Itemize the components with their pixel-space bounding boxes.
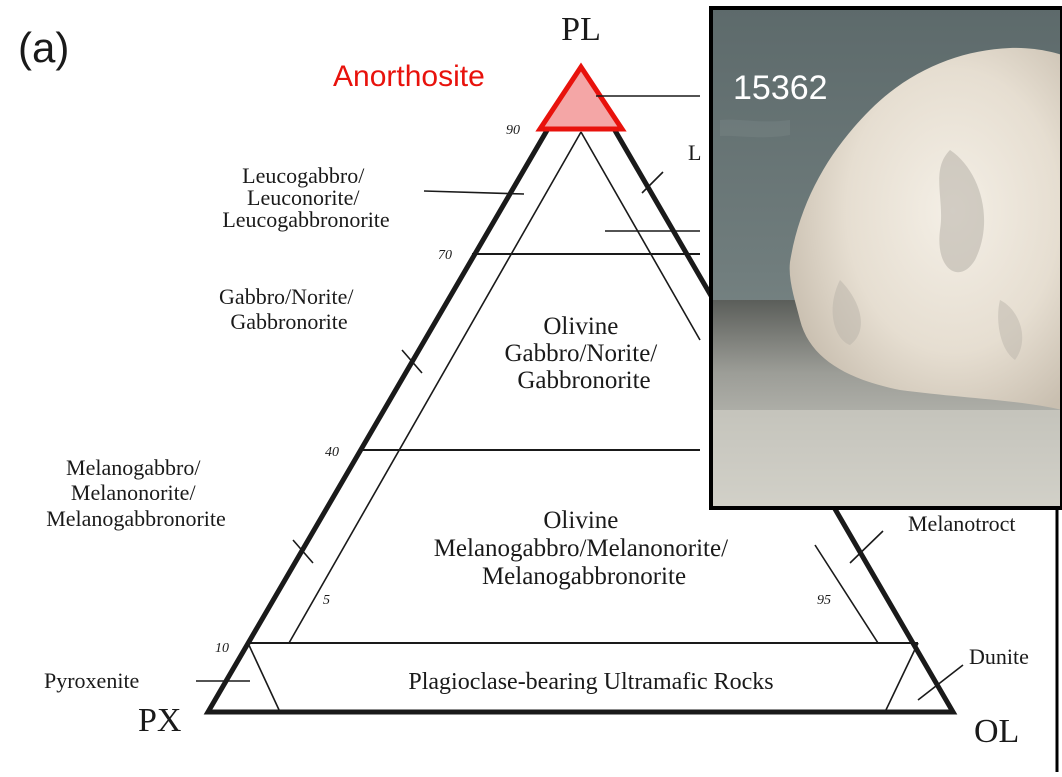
apex-pl: PL [561, 11, 601, 48]
tick-label-40: 40 [325, 445, 339, 460]
pyroxenite-label: Pyroxenite [44, 668, 139, 693]
panel-label: (a) [18, 24, 69, 71]
anorthosite-label: Anorthosite [333, 60, 485, 93]
olivine-melano-field-label: Olivine Melanogabbro/Melanonorite/ Melan… [434, 507, 735, 590]
apex-px: PX [138, 702, 181, 739]
leuco-field-label: Leucogabbro/ Leuconorite/ Leucogabbronor… [222, 163, 389, 232]
melanotroct-partial-label: Melanotroct [908, 511, 1016, 536]
dunite-label: Dunite [969, 644, 1029, 669]
sample-id-label: 15362 [733, 69, 828, 107]
anorthosite-region [540, 67, 622, 129]
ultramafic-field-label: Plagioclase-bearing Ultramafic Rocks [408, 669, 773, 695]
tick-label-95: 95 [817, 593, 831, 608]
tick-label-5: 5 [323, 593, 330, 608]
tick-label-70: 70 [438, 248, 452, 263]
leuco-troct-partial-label: L [688, 140, 701, 165]
olivine-gabbro-field-label: Olivine Gabbro/Norite/ Gabbronorite [505, 313, 664, 394]
inner-line-95-upper [581, 132, 700, 340]
ultramafic-left-diagonal [248, 643, 280, 712]
tick-label-90: 90 [506, 123, 520, 138]
ultramafic-right-diagonal [885, 643, 918, 712]
melano-field-label: Melanogabbro/ Melanonorite/ Melanogabbro… [46, 455, 226, 531]
gabbro-field-label: Gabbro/Norite/ Gabbronorite [219, 284, 359, 334]
apex-ol: OL [974, 713, 1019, 750]
tick-label-10: 10 [215, 641, 229, 656]
